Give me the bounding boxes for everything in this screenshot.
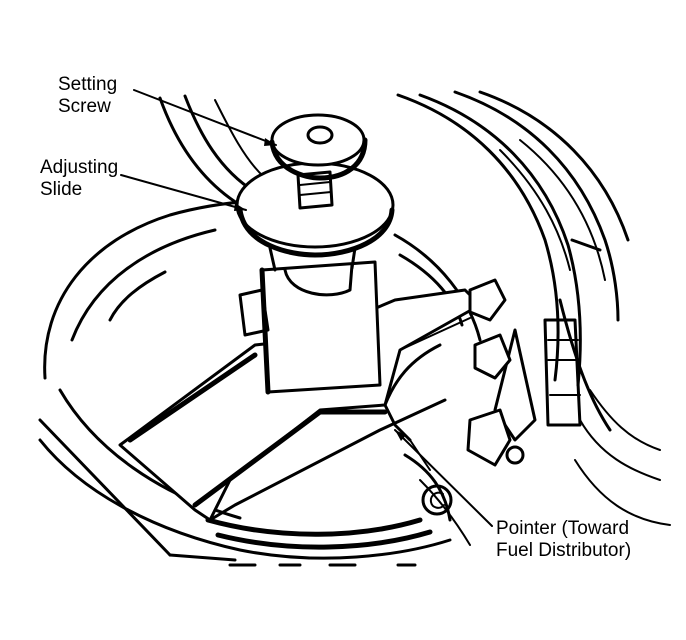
c-marking [421,484,453,516]
fuel-lines [396,90,671,526]
pointer-label-line-2: Fuel Distributor) [496,540,632,561]
setting-screw [269,113,368,210]
adjusting-slide-label: Adjusting Slide [40,157,118,201]
pointer-label-line-1: Pointer (Toward [496,518,630,539]
adjusting-slide-label-line-1: Adjusting [40,157,119,178]
leader-lines [120,89,493,527]
pointer-label: Pointer (Toward Fuel Distributor) [496,518,631,562]
setting-screw-label-line-1: Setting [58,74,118,95]
housing-outline [38,94,482,567]
pointer-plate [118,288,482,522]
hex-fittings [466,278,525,467]
adjusting-slide-label-line-2: Slide [40,179,83,200]
slide-body [238,260,382,395]
pointer-tip [383,403,431,471]
setting-screw-label: Setting Screw [58,74,117,118]
setting-screw-label-line-2: Screw [58,96,111,117]
